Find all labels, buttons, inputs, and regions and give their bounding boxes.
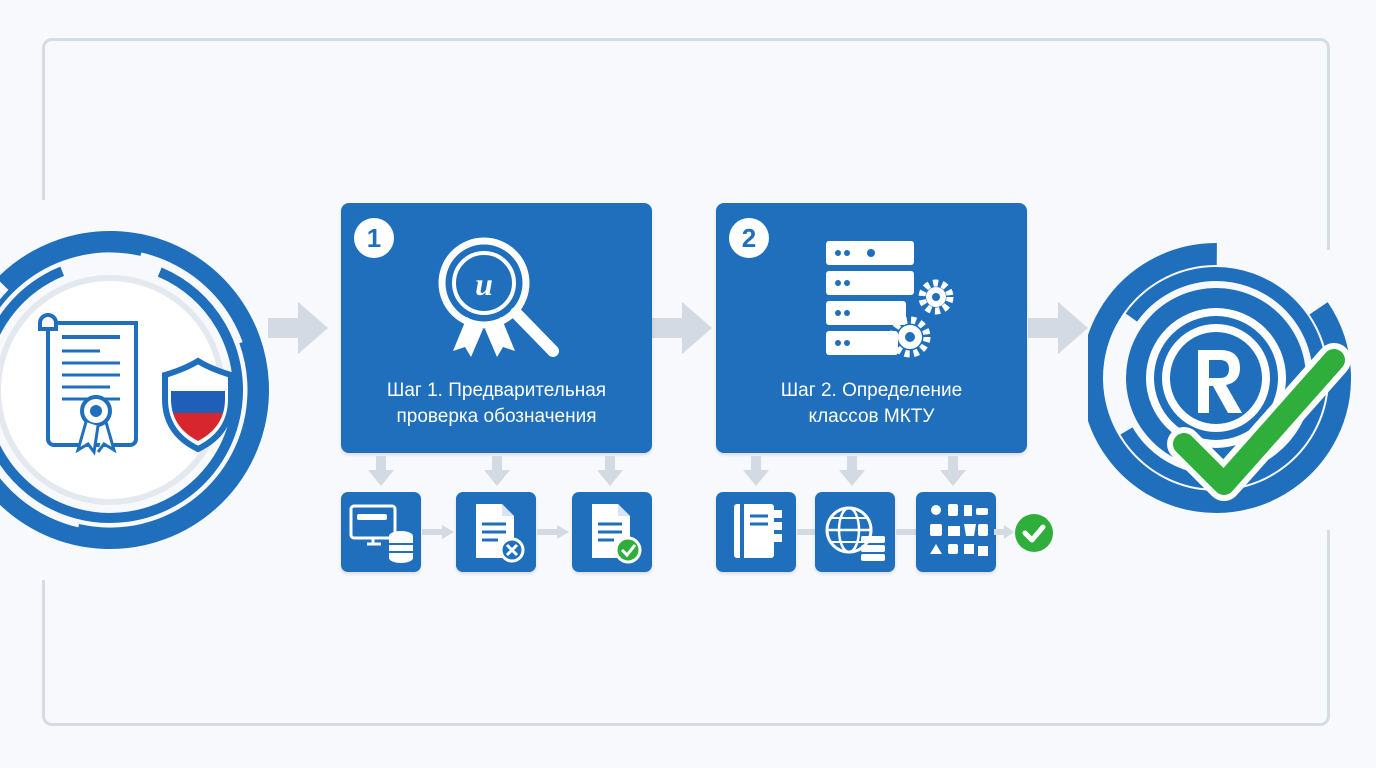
document-rejected-icon — [476, 504, 525, 563]
computer-database-icon — [349, 504, 413, 563]
small-arrow-2c — [994, 525, 1014, 539]
step-1-card: u 1 Шаг 1. Предварительная проверка обоз… — [341, 203, 652, 453]
magnifier-seal-icon: u — [438, 237, 559, 357]
award-ribbon-icon — [75, 395, 117, 456]
classifier-book-icon — [734, 504, 782, 558]
checkmark-icon — [1167, 343, 1351, 501]
step-2-title: Шаг 2. Определение классов МКТУ — [780, 380, 963, 427]
down-arrow-step2-c — [940, 456, 966, 486]
tile-classifier-book — [716, 492, 796, 572]
down-arrow-step1-c — [597, 456, 623, 486]
registered-trademark-icon — [1154, 316, 1278, 440]
globe-database-icon — [825, 506, 885, 561]
down-arrow-step1-b — [484, 456, 510, 486]
russian-flag-shield-icon — [162, 357, 234, 453]
server-gears-icon — [826, 241, 954, 358]
start-certificate-circle — [0, 215, 290, 565]
step-1-number-badge: 1 — [354, 218, 394, 258]
tile-globe-database — [815, 492, 895, 572]
small-arrow-1b — [537, 525, 569, 539]
arrow-start-to-step1 — [268, 302, 328, 354]
down-arrow-step2-b — [839, 456, 865, 486]
document-approved-icon — [592, 504, 642, 564]
final-check-icon — [1015, 514, 1053, 552]
tile-document-approved — [572, 492, 652, 572]
step-2-card: 2 Шаг 2. Определение классов МКТУ — [716, 203, 1027, 453]
down-arrow-step1-a — [368, 456, 394, 486]
certificate-scroll-icon — [38, 313, 138, 447]
arrow-step1-to-step2 — [652, 302, 712, 354]
step-2-number-badge: 2 — [729, 218, 769, 258]
svg-text:u: u — [475, 266, 493, 302]
tile-document-rejected — [456, 492, 536, 572]
step-1-title: Шаг 1. Предварительная проверка обозначе… — [386, 380, 607, 427]
tile-computer-database — [341, 492, 421, 572]
tile-goods-classes-grid — [916, 492, 996, 572]
arrow-step2-to-end — [1028, 302, 1088, 354]
small-arrow-1a — [422, 525, 454, 539]
end-registered-circle — [1081, 240, 1358, 520]
goods-classes-grid-icon — [930, 504, 988, 556]
down-arrow-step2-a — [743, 456, 769, 486]
